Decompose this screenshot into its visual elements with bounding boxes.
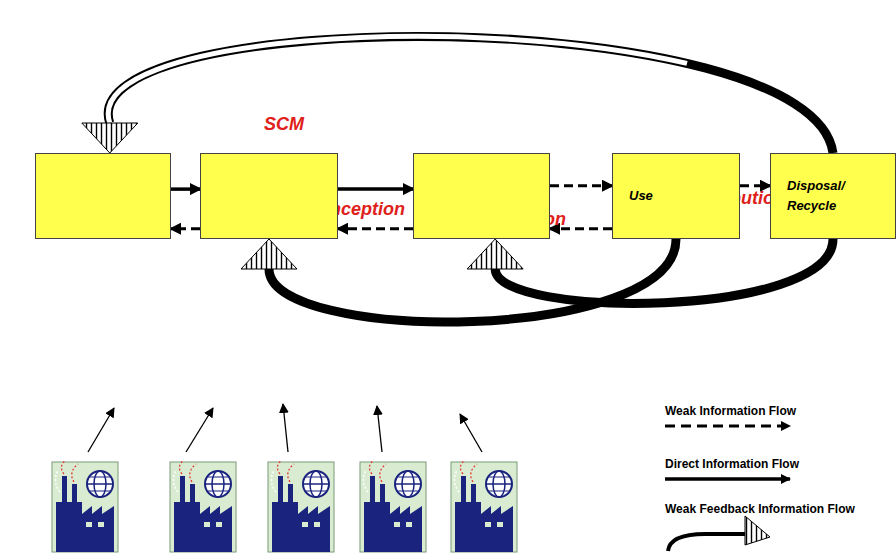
box-label: Use [613, 186, 663, 206]
feedback-arrow [82, 36, 833, 153]
factory-icons [52, 460, 517, 552]
process-box: Design/ Realization [200, 153, 338, 239]
flow-arrow [171, 189, 200, 190]
feedback-arrow [241, 239, 676, 322]
legend-samples [665, 426, 790, 551]
flow-arrow [338, 228, 413, 229]
legend-text: Direct Information Flow [665, 457, 877, 472]
process-box: Conception [35, 153, 171, 239]
process-box: Distribution/ Retail [413, 153, 550, 239]
region-title: SCM [264, 114, 304, 135]
feedback-arrow [467, 239, 833, 303]
legend-text: Weak Feedback Information Flow [665, 502, 873, 517]
flow-arrow [171, 228, 200, 229]
legend-text: Weak Information Flow [665, 404, 877, 419]
process-box: Disposal/ Recycle [770, 153, 896, 239]
box-label: Disposal/ Recycle [771, 176, 893, 216]
upward-arrows [88, 404, 482, 452]
flow-arrow [338, 189, 413, 190]
process-box: Use [612, 153, 740, 239]
scm-region: SCM Conception Design/ Realization Distribu… [10, 88, 576, 292]
flow-arrow [740, 185, 770, 186]
flow-arrow [550, 185, 612, 186]
